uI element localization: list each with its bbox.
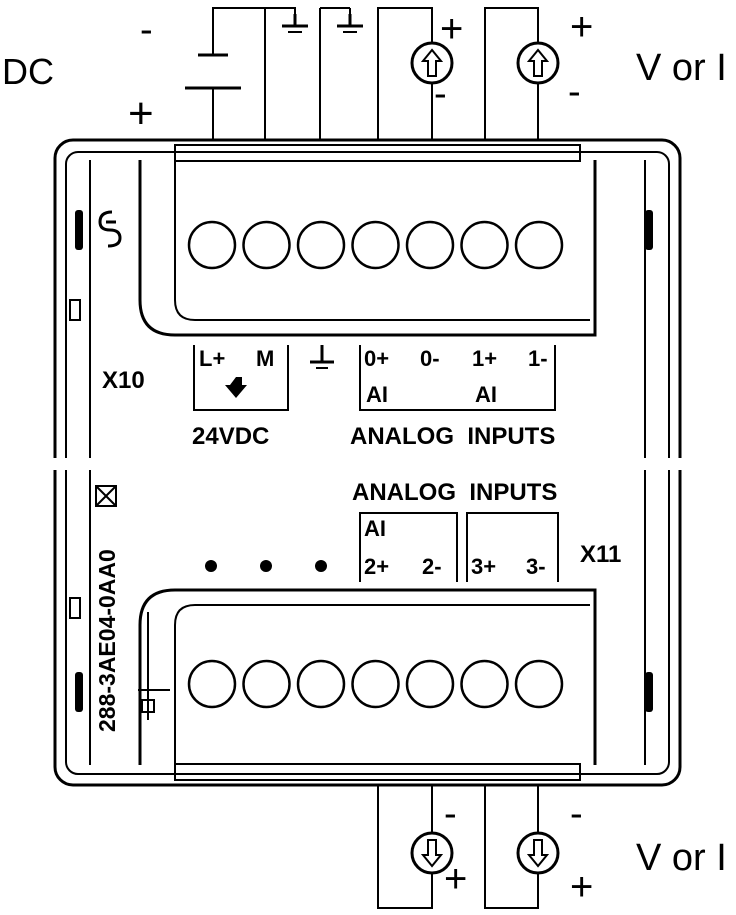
bottom-signal-type: V or I <box>636 837 727 879</box>
ground-icon <box>282 14 308 33</box>
ai-channel-frame <box>359 345 556 411</box>
ground-icon <box>310 345 334 369</box>
current-source-icon <box>410 831 454 875</box>
m-label: M <box>256 346 274 371</box>
ch1-plus-label: 1+ <box>472 346 497 371</box>
ai-label-a: AI <box>366 382 388 407</box>
terminal-screw <box>242 220 291 270</box>
supply-plus-sign: + <box>128 89 154 138</box>
lplus-label: L+ <box>199 346 225 371</box>
bottom-source2-plus: + <box>570 865 593 909</box>
ch2-minus-label: 2- <box>422 554 442 579</box>
ch0-plus-label: 0+ <box>364 346 389 371</box>
terminal-screw <box>514 220 564 270</box>
terminal-screw <box>405 659 455 709</box>
ch3-minus-label: 3- <box>526 554 546 579</box>
top-terminal-row <box>187 220 564 270</box>
ch1-minus-label: 1- <box>528 346 548 371</box>
bottom-terminal-row <box>187 659 564 709</box>
left-clip-bottom <box>75 672 83 712</box>
terminal-screw <box>242 659 291 709</box>
top-source1-minus: - <box>434 73 447 115</box>
bottom-terminal-block <box>138 588 597 781</box>
terminal-screw <box>187 659 237 709</box>
bottom-source1-plus: + <box>444 857 467 901</box>
top-source2-plus: + <box>570 5 593 49</box>
logo-icon <box>98 210 122 248</box>
right-clip-bottom <box>645 672 653 712</box>
terminal-screw <box>351 220 400 270</box>
break-gap <box>40 458 700 470</box>
bottom-source1-minus: - <box>444 793 457 835</box>
left-clip-top <box>75 210 83 250</box>
bottom-left-marking <box>138 612 170 720</box>
current-source-icon <box>410 41 454 85</box>
terminal-screw <box>460 220 509 270</box>
arrow-down-icon <box>225 377 247 398</box>
ai-label-c: AI <box>364 516 386 541</box>
right-clip-top <box>645 210 653 250</box>
ai-label-b: AI <box>475 382 497 407</box>
x10-label: X10 <box>102 367 145 394</box>
terminal-screw <box>296 220 346 270</box>
terminal-screw <box>514 659 564 709</box>
power-terminal-frame <box>193 345 289 411</box>
analog-inputs-label-top: ANALOG INPUTS <box>350 423 555 450</box>
x11-label: X11 <box>580 541 621 568</box>
top-wiring <box>185 7 539 140</box>
terminal-screw <box>187 220 237 270</box>
top-terminal-block <box>138 144 597 337</box>
analog-inputs-label-bottom: ANALOG INPUTS <box>352 479 557 506</box>
ground-icon <box>337 14 363 33</box>
current-source-icon <box>516 41 560 85</box>
supply-label: DC <box>2 51 54 92</box>
terminal-screw <box>296 659 346 709</box>
bottom-wiring <box>377 785 539 909</box>
module-marking-icon <box>95 485 117 507</box>
supply-minus-sign: - <box>140 9 153 51</box>
voltage-label: 24VDC <box>192 423 269 450</box>
ch2-plus-label: 2+ <box>364 554 389 579</box>
ai-channel-frame <box>359 512 559 582</box>
top-source1-plus: + <box>440 7 463 51</box>
unused-terminal-dot <box>260 560 272 572</box>
top-source2-minus: - <box>568 71 581 113</box>
top-signal-type: V or I <box>636 47 727 89</box>
part-number: 288-3AE04-0AA0 <box>94 549 120 732</box>
bottom-source2-minus: - <box>570 793 583 835</box>
terminal-screw <box>405 220 455 270</box>
ch0-minus-label: 0- <box>420 346 440 371</box>
terminal-screw <box>460 659 509 709</box>
current-source-icon <box>516 831 560 875</box>
ch3-plus-label: 3+ <box>471 554 496 579</box>
unused-terminal-dot <box>205 560 217 572</box>
unused-terminal-dot <box>315 560 327 572</box>
terminal-screw <box>351 659 400 709</box>
